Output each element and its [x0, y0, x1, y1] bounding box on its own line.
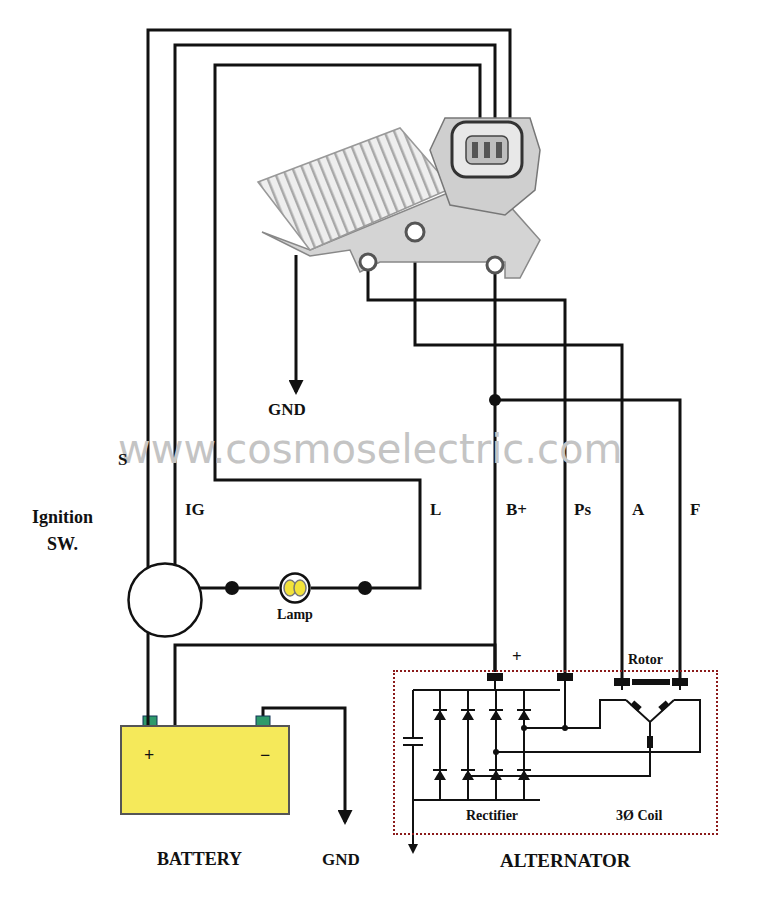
wire-connector [203, 587, 279, 590]
lamp-label: Lamp [277, 607, 313, 624]
terminal-sign: + [512, 647, 522, 667]
signal-name: L [430, 500, 441, 520]
battery-box: +−BATTERY [120, 725, 290, 815]
ignition-switch: Ignition SW. [127, 562, 203, 638]
watermark: www.cosmoselectric.com [118, 425, 622, 473]
alternator-heading: ALTERNATOR [500, 850, 631, 873]
ground-label: GND [268, 400, 306, 420]
ground-label: GND [322, 850, 360, 870]
lamp-symbol: Lamp [279, 572, 311, 604]
signal-name: B+ [506, 500, 527, 520]
battery-heading: BATTERY [157, 849, 242, 871]
wire-connector [175, 645, 495, 725]
terminal-sign: − [260, 745, 270, 767]
signal-name: IG [185, 500, 205, 520]
part-name: 3Ø Coil [616, 808, 662, 825]
signal-name: F [690, 500, 700, 520]
part-name: Rectifier [466, 808, 518, 825]
terminal-sign: + [144, 745, 154, 767]
part-name: Rotor [628, 652, 663, 669]
switch-outline [127, 562, 203, 638]
signal-name: A [632, 500, 644, 520]
switch-heading: Ignition SW. [15, 504, 110, 558]
signal-name: S [118, 450, 127, 470]
wire-connector [147, 638, 150, 725]
signal-name: Ps [574, 500, 591, 520]
lamp-bulb [279, 572, 311, 604]
alternator-housing: ALTERNATOR [393, 670, 718, 835]
